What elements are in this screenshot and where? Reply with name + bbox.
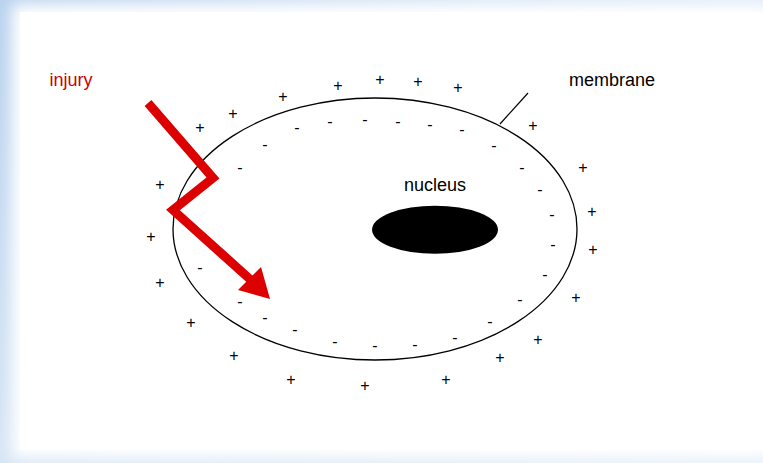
charge-sign: + — [533, 332, 542, 348]
nucleus-shape: nucleus — [370, 176, 500, 256]
charge-sign: + — [278, 89, 287, 105]
charge-sign: - — [537, 182, 542, 198]
charge-sign: + — [155, 177, 164, 193]
nucleus-label: nucleus — [370, 176, 500, 196]
charge-sign: + — [587, 204, 596, 220]
cell-membrane — [173, 98, 577, 360]
charge-sign: - — [332, 334, 337, 350]
charge-sign: + — [333, 78, 342, 94]
charge-sign: - — [452, 330, 457, 346]
charge-sign: - — [519, 160, 524, 176]
charge-sign: + — [413, 74, 422, 90]
charge-sign: + — [155, 275, 164, 291]
charge-sign: - — [550, 237, 555, 253]
charge-sign: + — [195, 120, 204, 136]
charge-sign: - — [327, 114, 332, 130]
charge-sign: - — [237, 294, 242, 310]
charge-sign: + — [453, 80, 462, 96]
charge-sign: - — [395, 114, 400, 130]
charge-sign: + — [588, 242, 597, 258]
charge-sign: + — [228, 106, 237, 122]
charge-sign: - — [292, 322, 297, 338]
charge-sign: - — [237, 160, 242, 176]
membrane-label: membrane — [569, 71, 655, 89]
charge-sign: - — [487, 314, 492, 330]
charge-sign: - — [412, 337, 417, 353]
charge-sign: + — [229, 348, 238, 364]
charge-sign: - — [459, 122, 464, 138]
charge-sign: - — [262, 310, 267, 326]
charge-sign: + — [146, 229, 155, 245]
charge-sign: + — [375, 72, 384, 88]
charge-sign: + — [528, 118, 537, 134]
leader-line — [500, 93, 528, 124]
charge-sign: + — [578, 160, 587, 176]
charge-sign: - — [491, 138, 496, 154]
charge-sign: + — [186, 315, 195, 331]
charge-sign: + — [495, 350, 504, 366]
charge-sign: - — [294, 120, 299, 136]
charge-sign: - — [427, 117, 432, 133]
charge-sign: - — [542, 267, 547, 283]
injury-arrow — [148, 103, 270, 299]
charge-sign: + — [360, 378, 369, 394]
charge-sign: + — [286, 372, 295, 388]
injury-label: injury — [49, 71, 92, 89]
charge-sign: + — [441, 372, 450, 388]
charge-sign: - — [262, 137, 267, 153]
charge-sign: - — [549, 207, 554, 223]
charge-sign: + — [571, 290, 580, 306]
charge-sign: - — [372, 338, 377, 354]
charge-sign: - — [517, 292, 522, 308]
charge-sign: - — [362, 112, 367, 128]
charge-sign: - — [197, 260, 202, 276]
